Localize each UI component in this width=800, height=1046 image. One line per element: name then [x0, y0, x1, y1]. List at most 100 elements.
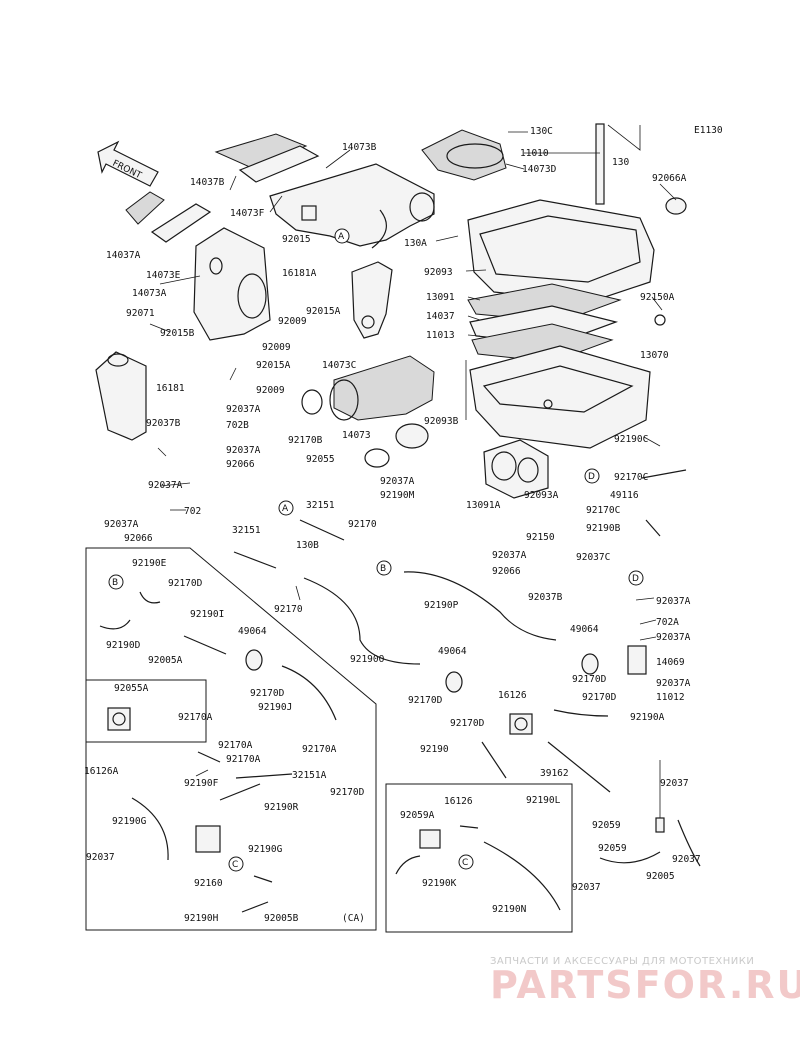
- part-label: 92037A: [148, 480, 183, 491]
- part-label: 14037: [426, 311, 455, 322]
- callout-a-upper: [334, 228, 350, 244]
- airbox-case-11012: [469, 345, 651, 449]
- part-label: 92190L: [526, 795, 561, 806]
- part-label: 92190J: [258, 702, 292, 713]
- part-label: 92160: [194, 878, 223, 889]
- callout-b-mid: [376, 560, 392, 576]
- part-label: 92170D: [450, 718, 485, 729]
- ca-section-box: [85, 547, 377, 931]
- part-label: 14073A: [132, 288, 167, 299]
- part-label: 92170D: [408, 695, 443, 706]
- part-label: 16126: [444, 796, 473, 807]
- part-label: 16181: [156, 383, 185, 394]
- valve-16126: [509, 713, 533, 735]
- part-label: 92190G: [112, 816, 147, 827]
- part-label: 92170B: [288, 435, 323, 446]
- part-label: 14037A: [106, 250, 141, 261]
- part-label: 92015B: [160, 328, 195, 339]
- part-label: 92190R: [264, 802, 299, 813]
- part-label: 92037: [572, 882, 601, 893]
- part-label: 92190D: [106, 640, 141, 651]
- airbox-cover-11010: [467, 199, 655, 303]
- callout-c-ca-label: C: [232, 860, 238, 870]
- part-label: 92170A: [218, 740, 253, 751]
- part-label: 92066: [492, 566, 521, 577]
- callout-b-mid-label: B: [380, 564, 386, 574]
- part-label: 92093: [424, 267, 453, 278]
- part-label: 92015: [282, 234, 311, 245]
- part-label: 92009: [278, 316, 307, 327]
- part-label: 11012: [656, 692, 685, 703]
- part-label: 92037A: [656, 596, 691, 607]
- part-label: 11013: [426, 330, 455, 341]
- part-label: 92037A: [656, 678, 691, 689]
- part-label: 92150: [526, 532, 555, 543]
- part-label: 13070: [640, 350, 669, 361]
- part-label: 92037A: [226, 445, 261, 456]
- right-subbox-parts: [395, 825, 561, 911]
- callout-c-right-label: C: [462, 858, 468, 868]
- part-label: 92009: [262, 342, 291, 353]
- part-label: 92190O: [350, 654, 385, 665]
- part-label: 702A: [656, 617, 679, 628]
- part-label: 702B: [226, 420, 249, 431]
- part-label: 92190N: [492, 904, 527, 915]
- part-label: 92170: [274, 604, 303, 615]
- filter-pad-14037a: [125, 191, 212, 243]
- part-label: 130: [612, 157, 629, 168]
- part-label: 14073B: [342, 142, 377, 153]
- part-label: 92009: [256, 385, 285, 396]
- part-label: 16126A: [84, 766, 119, 777]
- part-label: 13091A: [466, 500, 501, 511]
- part-label: 92059: [598, 843, 627, 854]
- ca-section-parts: [99, 591, 293, 913]
- callout-c-ca: [228, 856, 244, 872]
- bracket-16181a: [351, 261, 393, 339]
- part-label: 92005B: [264, 913, 299, 924]
- part-label: 11010: [520, 148, 549, 159]
- part-label: 32151A: [292, 770, 327, 781]
- part-label: 92190K: [422, 878, 457, 889]
- part-label: 92190P: [424, 600, 459, 611]
- part-label: 49064: [238, 626, 267, 637]
- part-label: 130B: [296, 540, 319, 551]
- part-label: 16126: [498, 690, 527, 701]
- bolt-130: [595, 123, 605, 205]
- hoses-mid: [233, 469, 701, 867]
- part-label: 130A: [404, 238, 427, 249]
- clamp-92170b: [301, 389, 323, 415]
- watermark-logo: PARTSFOR.RU: [490, 963, 800, 1007]
- part-label: 16181A: [282, 268, 317, 279]
- watermark-tagline: ЗАПЧАСТИ И АКСЕССУАРЫ ДЛЯ МОТОТЕХНИКИ: [490, 956, 754, 967]
- callout-d-right-label: D: [632, 574, 639, 584]
- callout-c-right: [458, 854, 474, 870]
- part-label: 92190A: [630, 712, 665, 723]
- part-label: 92170D: [572, 674, 607, 685]
- part-label: 92015A: [256, 360, 291, 371]
- part-label: 92190H: [184, 913, 219, 924]
- part-label: 92037B: [146, 418, 181, 429]
- right-subbox: [385, 783, 573, 933]
- callout-d-case: [584, 468, 600, 484]
- part-label: 92059: [592, 820, 621, 831]
- part-labels: 14073B 130C 11010 130 14073D 92066A 1403…: [84, 126, 701, 924]
- part-label: 92170D: [582, 692, 617, 703]
- plug-14073: [395, 423, 429, 449]
- part-label: 14073C: [322, 360, 356, 371]
- diagram-code: E1130: [694, 125, 723, 136]
- ca-label: (CA): [342, 913, 365, 924]
- part-label: 92037B: [528, 592, 563, 603]
- part-label: 92037A: [380, 476, 415, 487]
- part-label: 92170A: [178, 712, 213, 723]
- callout-d-case-label: D: [588, 472, 595, 482]
- part-label: 92190E: [132, 558, 167, 569]
- part-label: 92055A: [114, 683, 149, 694]
- nut-92150a: [654, 314, 666, 326]
- part-label: 92190C: [614, 434, 648, 445]
- callout-b-ca: [108, 574, 124, 590]
- part-label: 14073D: [522, 164, 557, 175]
- part-label: 92170: [348, 519, 377, 530]
- part-label: 92037A: [104, 519, 139, 530]
- part-label: 92066: [226, 459, 255, 470]
- part-label: 92170A: [226, 754, 261, 765]
